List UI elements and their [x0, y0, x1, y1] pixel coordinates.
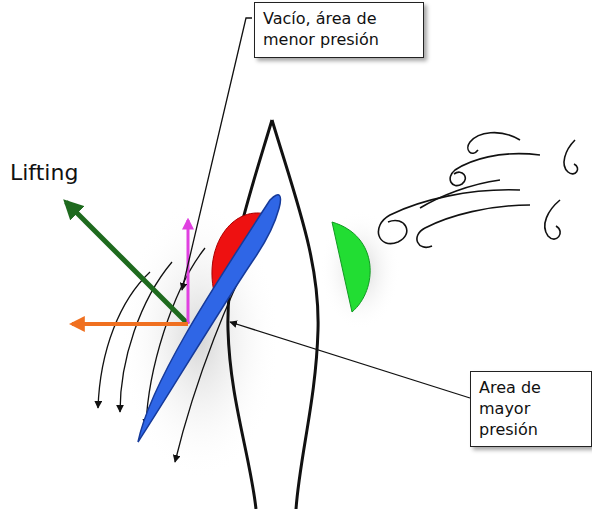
force-arrow [72, 322, 188, 326]
leader-line [182, 18, 252, 290]
hull-outline [228, 120, 272, 509]
force-arrow [187, 220, 190, 324]
callout-box: Area de mayor presión [470, 371, 592, 447]
pressure-area [332, 222, 370, 312]
callout-text: Vacío, área de menor presión [263, 9, 415, 51]
hull-outline [272, 120, 318, 509]
streamline [98, 272, 150, 408]
lift-arrow [66, 202, 188, 324]
wind-swirls [378, 133, 577, 248]
callout-box: Vacío, área de menor presión [254, 2, 424, 58]
force-label: Lifting [10, 160, 78, 185]
shadow [320, 210, 400, 330]
sail [138, 195, 280, 442]
callout-text: Area de mayor presión [479, 378, 583, 440]
leader-line [230, 322, 470, 398]
